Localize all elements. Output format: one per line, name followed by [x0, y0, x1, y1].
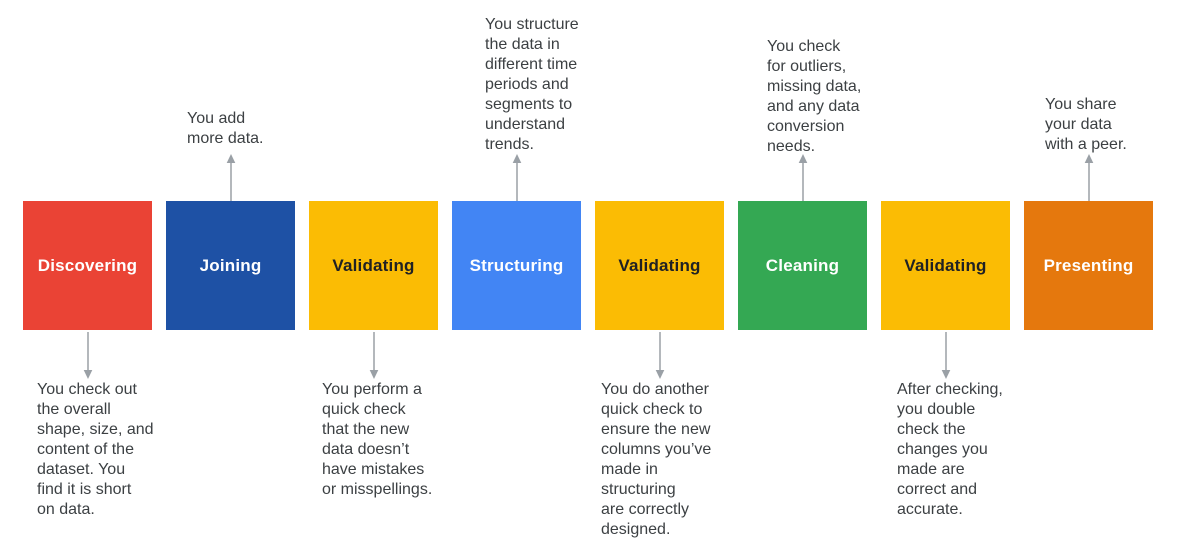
stage-square-discovering: Discovering — [23, 201, 152, 330]
stage-label: Validating — [618, 255, 701, 275]
arrow-up-joining-icon — [224, 154, 238, 201]
annotation-cleaning: You check for outliers, missing data, an… — [767, 38, 862, 155]
arrow-down-validating-3-icon — [939, 332, 953, 379]
stage-label: Validating — [904, 255, 987, 275]
annotation-discovering: You check out the overall shape, size, a… — [37, 381, 154, 518]
stage-label: Discovering — [37, 255, 138, 275]
arrow-down-validating-2-icon — [653, 332, 667, 379]
arrow-up-cleaning-icon — [796, 154, 810, 201]
stage-square-structuring: Structuring — [452, 201, 581, 330]
annotation-validating-1: You perform a quick check that the new d… — [322, 381, 433, 498]
stage-square-joining: Joining — [166, 201, 295, 330]
stage-label: Cleaning — [765, 255, 840, 275]
stage-row: Discovering Joining Validating Structuri… — [23, 201, 1153, 330]
annotation-structuring: You structure the data in different time… — [485, 16, 579, 153]
stage-square-validating-3: Validating — [881, 201, 1010, 330]
stage-square-validating-2: Validating — [595, 201, 724, 330]
stage-square-presenting: Presenting — [1024, 201, 1153, 330]
stage-label: Joining — [199, 255, 262, 275]
stage-square-cleaning: Cleaning — [738, 201, 867, 330]
arrow-up-presenting-icon — [1082, 154, 1096, 201]
arrow-down-discovering-icon — [81, 332, 95, 379]
stage-label: Presenting — [1043, 255, 1134, 275]
arrow-up-structuring-icon — [510, 154, 524, 201]
annotation-validating-3: After checking, you double check the cha… — [897, 381, 1003, 518]
annotation-joining: You add more data. — [187, 110, 264, 147]
stage-label: Structuring — [469, 255, 564, 275]
stage-square-validating-1: Validating — [309, 201, 438, 330]
annotation-validating-2: You do another quick check to ensure the… — [601, 381, 712, 538]
annotation-presenting: You share your data with a peer. — [1045, 96, 1127, 153]
stage-label: Validating — [332, 255, 415, 275]
arrow-down-validating-1-icon — [367, 332, 381, 379]
